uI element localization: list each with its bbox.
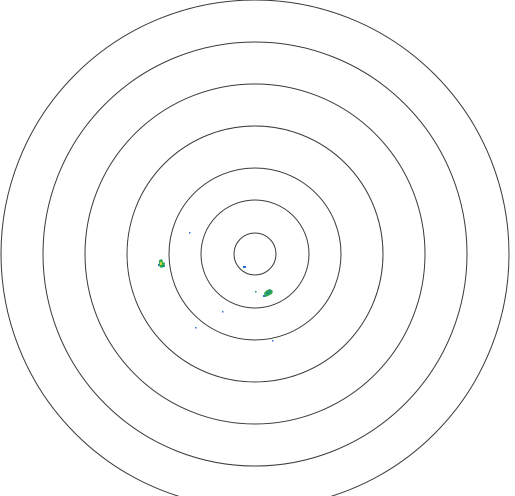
echo-dot (189, 232, 191, 234)
echo-cell-teal (266, 292, 269, 294)
echo-cell-blue (263, 295, 265, 297)
range-ring-2 (200, 199, 310, 309)
echo-dot (195, 327, 197, 329)
range-ring-3 (168, 167, 342, 341)
range-ring-6 (42, 41, 468, 467)
echo-cell-teal-2 (269, 290, 271, 292)
range-ring-5 (84, 83, 426, 425)
echo-cluster-southeast (263, 289, 273, 297)
echo-scatter (189, 232, 274, 342)
echo-cell-yellow (160, 262, 162, 265)
echo-cell-blue (243, 266, 246, 268)
echo-cell-teal (163, 265, 165, 267)
echo-cluster-west (158, 259, 165, 268)
echo-dot (255, 291, 257, 293)
echo-cell-blue (158, 264, 159, 266)
range-ring-1 (233, 232, 277, 276)
echo-dot (222, 311, 224, 313)
echo-dot (272, 340, 274, 342)
echo-cluster-center (243, 266, 246, 268)
range-ring-4 (126, 125, 384, 383)
